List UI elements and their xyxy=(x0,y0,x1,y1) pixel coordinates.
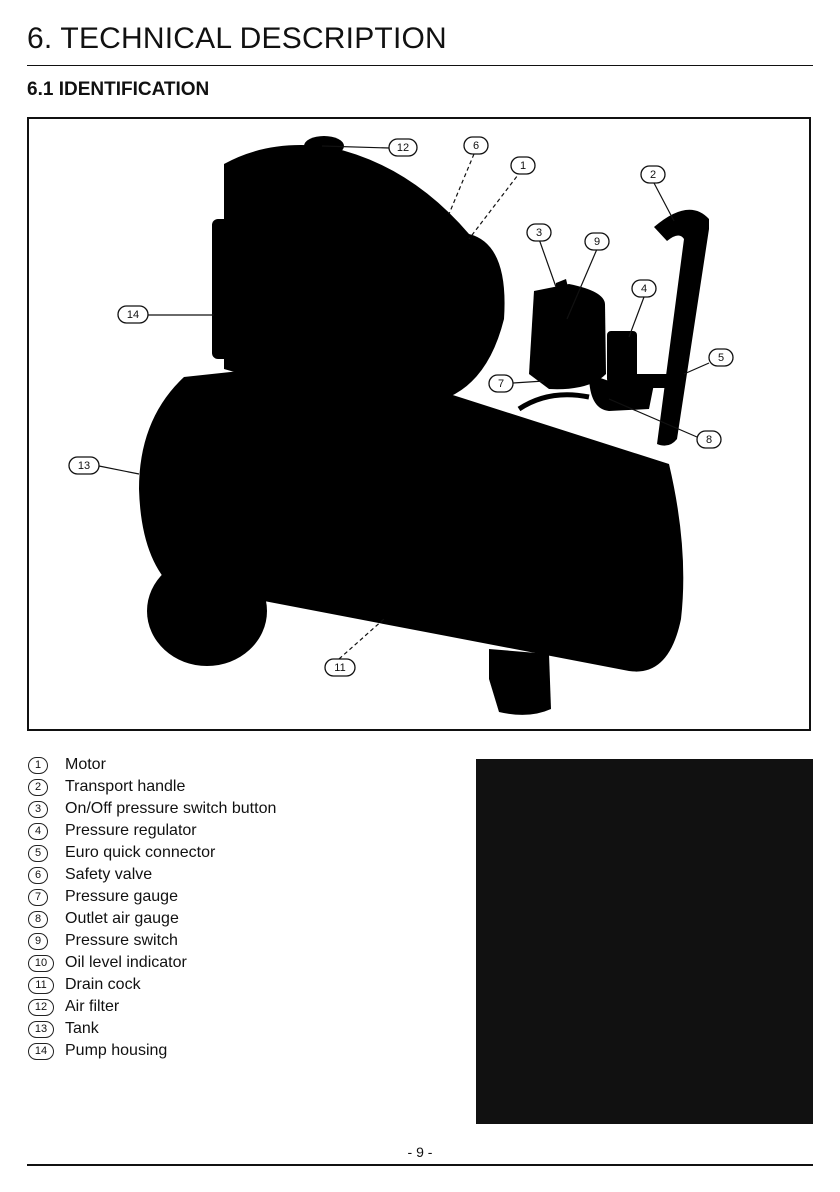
callout-labels: 12 6 1 2 3 9 4 14 5 7 8 13 11 xyxy=(78,140,724,674)
callout-14: 14 xyxy=(127,309,139,321)
legend-number: 10 xyxy=(28,955,54,972)
blacked-out-panel xyxy=(476,759,813,1124)
legend-label: Safety valve xyxy=(65,866,153,883)
legend-label: Oil level indicator xyxy=(65,954,187,971)
callout-12: 12 xyxy=(397,142,409,154)
callout-7: 7 xyxy=(498,378,504,390)
footer-divider xyxy=(27,1164,813,1166)
legend-number: 8 xyxy=(28,911,48,928)
compressor-figure: 12 6 1 2 3 9 4 14 5 7 8 13 11 xyxy=(27,117,811,731)
title-divider xyxy=(27,65,813,66)
callout-5: 5 xyxy=(718,352,724,364)
callout-13: 13 xyxy=(78,460,90,472)
legend-item: 2 Transport handle xyxy=(28,777,448,799)
section-title: 6.1 IDENTIFICATION xyxy=(27,79,210,100)
legend-label: Drain cock xyxy=(65,976,141,993)
legend-label: On/Off pressure switch button xyxy=(65,800,277,817)
legend-item: 11 Drain cock xyxy=(28,975,448,997)
callout-1: 1 xyxy=(520,160,526,172)
legend-number: 3 xyxy=(28,801,48,818)
legend-label: Outlet air gauge xyxy=(65,910,179,927)
callout-3: 3 xyxy=(536,227,542,239)
legend-number: 13 xyxy=(28,1021,54,1038)
legend-item: 5 Euro quick connector xyxy=(28,843,448,865)
legend-label: Transport handle xyxy=(65,778,186,795)
legend-item: 3 On/Off pressure switch button xyxy=(28,799,448,821)
callout-4: 4 xyxy=(641,283,647,295)
legend-item: 12 Air filter xyxy=(28,997,448,1019)
legend-number: 9 xyxy=(28,933,48,950)
legend-label: Air filter xyxy=(65,998,120,1015)
legend-label: Pressure switch xyxy=(65,932,178,949)
legend-number: 11 xyxy=(28,977,54,994)
legend-label: Pressure gauge xyxy=(65,888,178,905)
legend-number: 12 xyxy=(28,999,54,1016)
legend-item: 8 Outlet air gauge xyxy=(28,909,448,931)
callout-8: 8 xyxy=(706,434,712,446)
legend-number: 4 xyxy=(28,823,48,840)
page-title: 6. TECHNICAL DESCRIPTION xyxy=(27,22,447,55)
callout-6: 6 xyxy=(473,140,479,152)
legend-item: 10 Oil level indicator xyxy=(28,953,448,975)
compressor-illustration: 12 6 1 2 3 9 4 14 5 7 8 13 11 xyxy=(68,136,734,715)
legend-label: Pressure regulator xyxy=(65,822,197,839)
legend-label: Motor xyxy=(65,756,106,773)
legend-label: Euro quick connector xyxy=(65,844,216,861)
leader-lines xyxy=(98,145,710,660)
callout-bubbles xyxy=(68,136,734,677)
page-number: - 9 - xyxy=(407,1144,433,1160)
legend-number: 1 xyxy=(28,757,48,774)
callout-11: 11 xyxy=(334,662,345,674)
legend-number: 7 xyxy=(28,889,48,906)
compressor-silhouette xyxy=(139,136,709,715)
legend-item: 6 Safety valve xyxy=(28,865,448,887)
callout-2: 2 xyxy=(650,169,656,181)
legend-item: 7 Pressure gauge xyxy=(28,887,448,909)
legend-label: Tank xyxy=(65,1020,99,1037)
legend-item: 13 Tank xyxy=(28,1019,448,1041)
legend-item: 4 Pressure regulator xyxy=(28,821,448,843)
legend-number: 2 xyxy=(28,779,48,796)
legend-item: 9 Pressure switch xyxy=(28,931,448,953)
parts-legend: 1 Motor 2 Transport handle 3 On/Off pressur… xyxy=(28,755,448,1063)
legend-label: Pump housing xyxy=(65,1042,168,1059)
callout-9: 9 xyxy=(594,236,600,248)
legend-number: 14 xyxy=(28,1043,54,1060)
legend-item: 14 Pump housing xyxy=(28,1041,448,1063)
legend-number: 6 xyxy=(28,867,48,884)
legend-number: 5 xyxy=(28,845,48,862)
legend-item: 1 Motor xyxy=(28,755,448,777)
